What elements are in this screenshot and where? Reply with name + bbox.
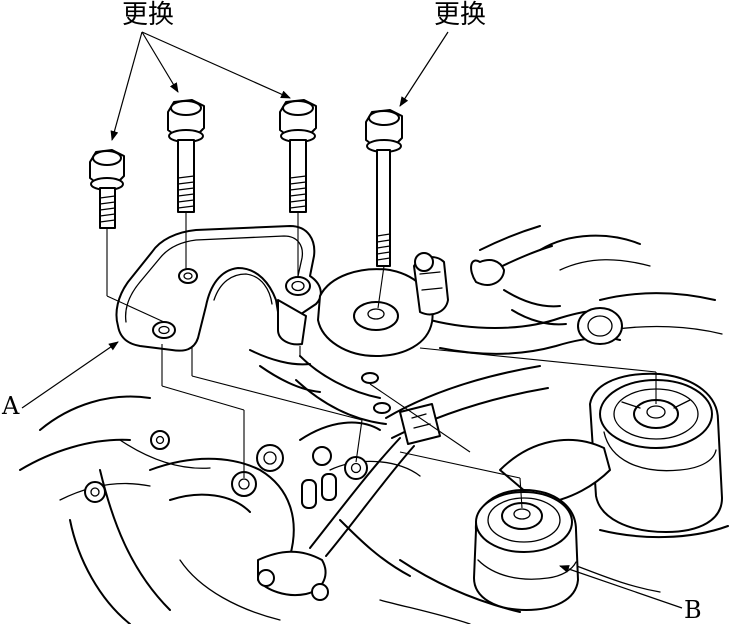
engine-block-outline — [19, 234, 729, 624]
bolt-alignment-lines — [106, 212, 657, 509]
bolt-4 — [365, 109, 403, 267]
callout-leaders — [21, 341, 683, 609]
replace-label-right: 更换 — [434, 0, 487, 30]
replace-label-left: 更换 — [122, 0, 175, 30]
mount-b-lower — [473, 438, 611, 611]
part-label-b: B — [684, 596, 702, 624]
bolt-2 — [167, 99, 205, 213]
part-label-a: A — [2, 392, 20, 420]
bolt-3 — [279, 99, 317, 213]
coolant-hoses — [257, 225, 623, 601]
replace-leader-arrows — [110, 31, 449, 141]
bolt-1 — [89, 149, 125, 229]
bracket-a — [115, 225, 322, 393]
mount-b-upper — [589, 372, 723, 533]
center-mount — [295, 252, 449, 425]
